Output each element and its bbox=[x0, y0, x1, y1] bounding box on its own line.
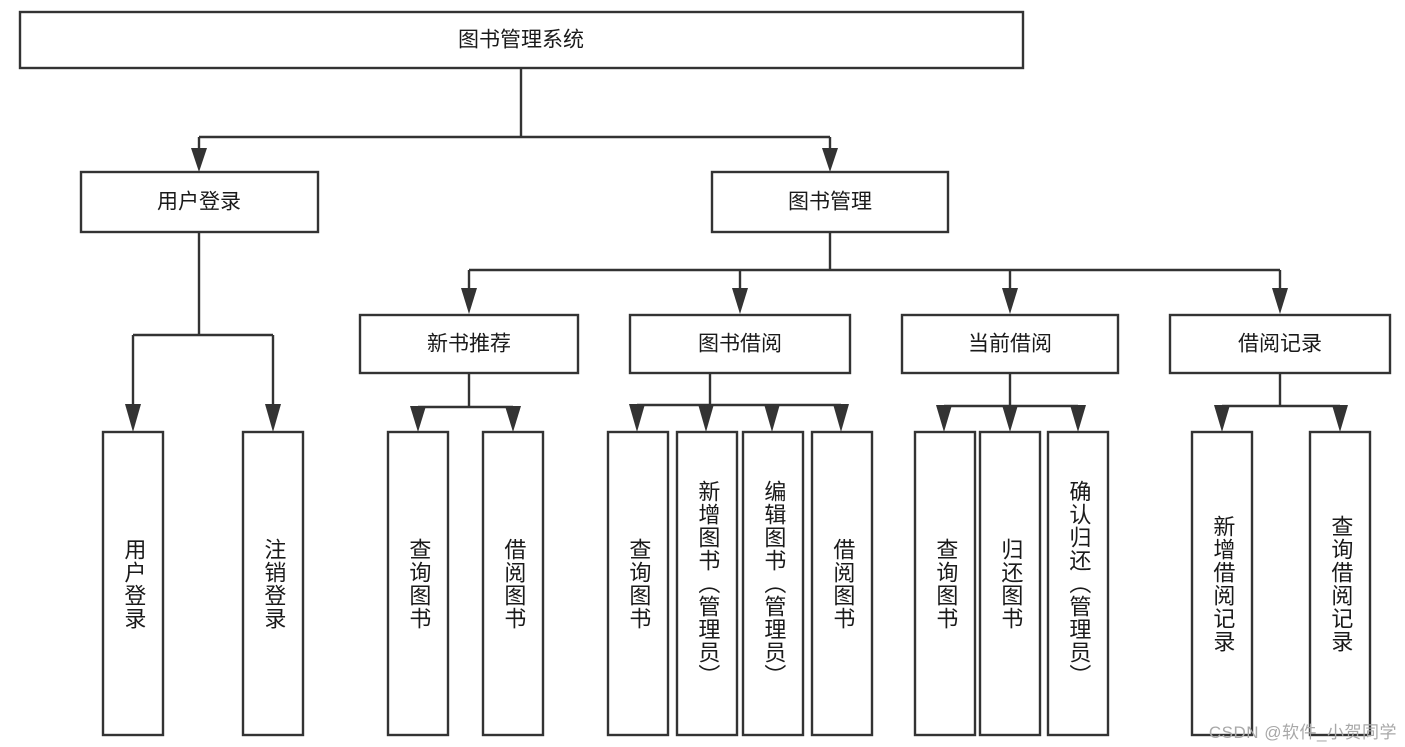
leaf-box-confirm-return[interactable] bbox=[1046, 430, 1110, 737]
arrowhead-leaf-user-login bbox=[125, 404, 141, 432]
node-layer: 图书管理系统 用户登录 图书管理 新书推荐 图书借阅 当前借阅 借阅记录 bbox=[18, 10, 1392, 737]
node-borrow-record-label: 借阅记录 bbox=[1238, 333, 1322, 356]
arrowhead-leaf-borrow-book-2 bbox=[833, 404, 849, 432]
leaf-box-add-book[interactable] bbox=[675, 430, 739, 737]
arrowhead-user-login bbox=[191, 148, 207, 172]
csdn-watermark: CSDN @软件_小贺同学 bbox=[1208, 723, 1397, 742]
arrowhead-borrow-record bbox=[1272, 288, 1288, 314]
node-book-management-label: 图书管理 bbox=[788, 191, 872, 214]
arrowhead-leaf-edit-book bbox=[764, 404, 780, 432]
leaf-box-query-book-1[interactable] bbox=[386, 430, 450, 737]
connector-layer bbox=[125, 68, 1348, 432]
node-borrow-record-box[interactable] bbox=[1168, 313, 1392, 375]
arrowhead-leaf-add-book bbox=[698, 404, 714, 432]
arrowhead-current-borrow bbox=[1002, 288, 1018, 314]
node-new-book-recommend-box[interactable] bbox=[358, 313, 580, 375]
leaf-box-query-book-3[interactable] bbox=[913, 430, 977, 737]
arrowhead-leaf-query-book-1 bbox=[410, 406, 426, 432]
arrowhead-leaf-borrow-book-1 bbox=[505, 406, 521, 432]
node-book-borrow-label: 图书借阅 bbox=[698, 333, 782, 356]
arrowhead-leaf-query-record bbox=[1332, 405, 1348, 432]
leaf-box-logout[interactable] bbox=[241, 430, 305, 737]
arrowhead-new-book-recommend bbox=[461, 288, 477, 314]
node-book-borrow-box[interactable] bbox=[628, 313, 852, 375]
node-title-label: 图书管理系统 bbox=[458, 29, 584, 52]
leaf-box-edit-book[interactable] bbox=[741, 430, 805, 737]
node-current-borrow-box[interactable] bbox=[900, 313, 1120, 375]
node-new-book-recommend-label: 新书推荐 bbox=[427, 333, 511, 356]
arrowhead-leaf-query-book-2 bbox=[629, 404, 645, 432]
leaf-box-query-record[interactable] bbox=[1308, 430, 1372, 737]
arrowhead-book-management bbox=[822, 148, 838, 172]
arrowhead-leaf-add-record bbox=[1214, 405, 1230, 432]
node-user-login-box[interactable] bbox=[79, 170, 320, 234]
arrowhead-leaf-return-book bbox=[1002, 405, 1018, 432]
node-title-box[interactable] bbox=[18, 10, 1025, 70]
arrowhead-leaf-logout bbox=[265, 404, 281, 432]
node-current-borrow-label: 当前借阅 bbox=[968, 333, 1052, 356]
leaf-box-add-record[interactable] bbox=[1190, 430, 1254, 737]
leaf-box-borrow-book-2[interactable] bbox=[810, 430, 874, 737]
arrowhead-leaf-query-book-3 bbox=[936, 405, 952, 432]
node-user-login-label: 用户登录 bbox=[157, 191, 241, 214]
arrowhead-book-borrow bbox=[732, 288, 748, 314]
leaf-box-borrow-book-1[interactable] bbox=[481, 430, 545, 737]
leaf-box-user-login[interactable] bbox=[101, 430, 165, 737]
leaf-box-query-book-2[interactable] bbox=[606, 430, 670, 737]
node-book-management-box[interactable] bbox=[710, 170, 950, 234]
arrowhead-leaf-confirm-return bbox=[1070, 405, 1086, 432]
leaf-box-return-book[interactable] bbox=[978, 430, 1042, 737]
